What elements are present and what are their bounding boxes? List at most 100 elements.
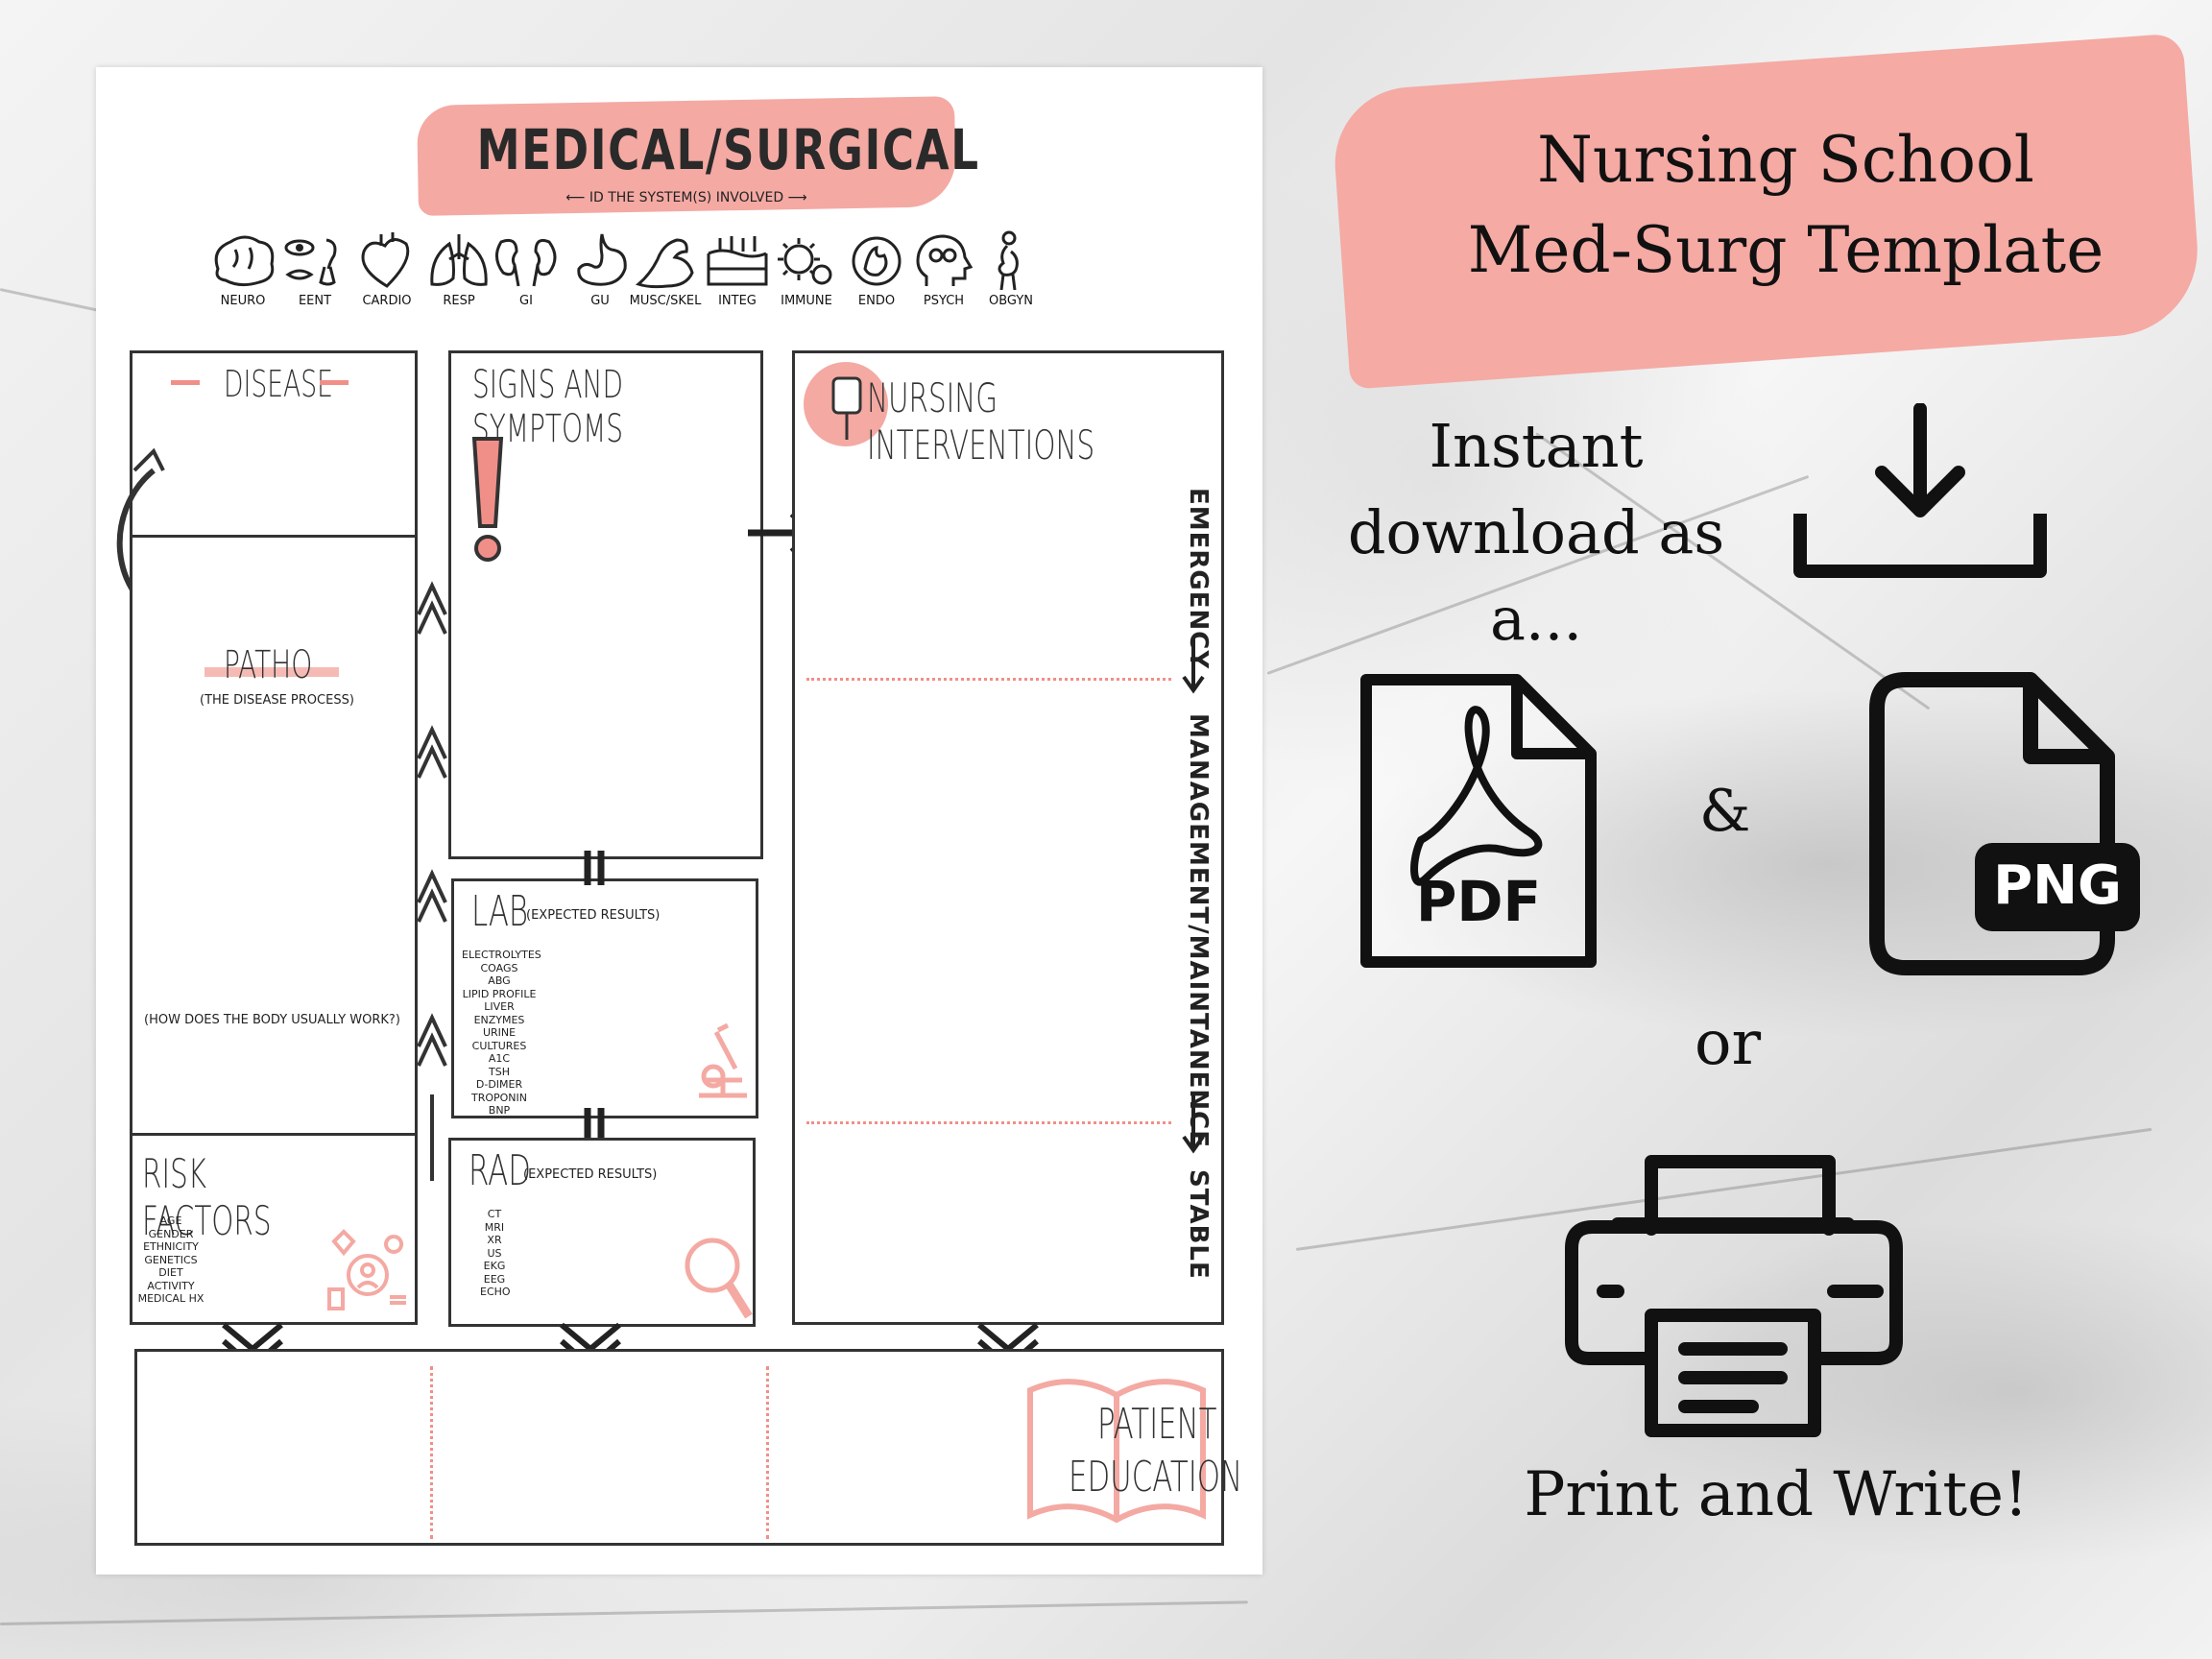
printer-icon[interactable]: [1560, 1152, 1906, 1440]
signs-box[interactable]: SIGNS AND SYMPTOMS: [448, 350, 763, 859]
patho-subtitle: (THE DISEASE PROCESS): [200, 693, 354, 708]
list-item: DIET: [158, 1266, 183, 1279]
system-label: EENT: [298, 294, 332, 308]
down-arrow-icon: [1182, 638, 1205, 694]
heart-icon: [361, 232, 410, 288]
list-item: ABG: [488, 974, 511, 987]
patho-note: (HOW DOES THE BODY USUALLY WORK?): [144, 1013, 400, 1027]
open-book-icon: [1027, 1379, 1206, 1524]
list-item: COAGS: [480, 961, 518, 974]
iv-bag-icon: [804, 362, 888, 446]
png-label: PNG: [1993, 854, 2122, 917]
list-item: CULTURES: [471, 1039, 527, 1052]
magnifier-icon: [685, 1238, 753, 1319]
divider: [766, 1366, 769, 1539]
system-musc-skel: MUSC/SKEL: [629, 230, 702, 308]
system-label: GU: [590, 294, 610, 308]
list-item: EEG: [483, 1272, 506, 1286]
instant-line2: download as a...: [1347, 497, 1725, 654]
print-and-write-text: Print and Write!: [1524, 1459, 2029, 1530]
sheet-subtitle: ⟵ ID THE SYSTEM(S) INVOLVED ⟶: [565, 190, 807, 205]
skin-layers-icon: [707, 236, 768, 286]
instant-text: Instant download as a...: [1306, 403, 1767, 662]
down-arrow-icon: [1182, 1094, 1205, 1154]
list-item: ETHNICITY: [143, 1240, 199, 1253]
list-item: US: [487, 1246, 502, 1260]
pdf-file-icon[interactable]: PDF: [1358, 672, 1599, 970]
list-item: LIVER ENZYMES: [473, 1000, 525, 1026]
system-obgyn: OBGYN: [974, 230, 1047, 308]
arm-muscle-icon: [635, 238, 694, 289]
instant-line1: Instant: [1429, 411, 1644, 481]
system-label: MUSC/SKEL: [629, 294, 702, 308]
list-item: ELECTROLYTES: [462, 949, 541, 961]
system-label: RESP: [443, 294, 475, 308]
connector-mark: [584, 1108, 605, 1142]
rad-heading: RAD: [469, 1146, 531, 1195]
pink-dash: [320, 380, 349, 385]
face-senses-icon: [284, 238, 337, 286]
kidneys-icon: [495, 238, 557, 287]
virus-icon: [778, 238, 832, 285]
system-resp: RESP: [422, 230, 495, 308]
promo-title-line2: Med-Surg Template: [1467, 213, 2104, 287]
system-label: NEURO: [220, 294, 266, 308]
endocrine-icon: [852, 236, 902, 286]
system-label: GI: [519, 294, 533, 308]
risk-icons: [327, 1229, 406, 1310]
nursing-heading: NURSING INTERVENTIONS: [867, 374, 1095, 469]
system-immune: IMMUNE: [770, 230, 843, 308]
or-text: or: [1695, 1008, 1762, 1079]
system-gi: GI: [490, 230, 563, 308]
disease-heading: DISEASE: [224, 363, 333, 405]
list-item: GENDER: [148, 1227, 194, 1240]
system-cardio: CARDIO: [350, 230, 423, 308]
pregnancy-icon: [998, 230, 1019, 290]
list-item: D-DIMER: [475, 1078, 523, 1091]
system-label: PSYCH: [923, 294, 965, 308]
rad-subtitle: (EXPECTED RESULTS): [523, 1167, 658, 1182]
promo-title: Nursing School Med-Surg Template: [1363, 115, 2208, 296]
system-label: ENDO: [857, 294, 896, 308]
list-item: XR: [487, 1234, 502, 1246]
png-document-shape: [1869, 672, 2140, 975]
education-line2: EDUCATION: [1069, 1453, 1243, 1502]
divider: [806, 1121, 1171, 1124]
list-item: MEDICAL HX: [137, 1292, 204, 1305]
nursing-box[interactable]: NURSING INTERVENTIONS EMERGENCY MANAGEME…: [792, 350, 1224, 1325]
system-label: CARDIO: [362, 294, 412, 308]
management-label: MANAGEMENT/MAINTANENCE: [1184, 713, 1213, 1148]
lab-heading: LAB: [471, 887, 529, 936]
promo-title-line1: Nursing School: [1537, 123, 2034, 197]
worksheet-page: MEDICAL/SURGICAL ⟵ ID THE SYSTEM(S) INVO…: [96, 67, 1262, 1575]
list-item: URINE: [482, 1026, 517, 1039]
list-item: GENETICS: [144, 1253, 198, 1266]
png-file-icon[interactable]: PNG: [1867, 672, 2141, 979]
pdf-label: PDF: [1415, 869, 1542, 934]
list-item: BNP: [488, 1104, 511, 1117]
system-label: IMMUNE: [781, 294, 832, 308]
education-box[interactable]: PATIENT EDUCATION: [134, 1349, 1242, 1546]
connector-mark: [584, 851, 605, 885]
patho-box[interactable]: PATHO (THE DISEASE PROCESS) (HOW DOES TH…: [130, 538, 418, 1181]
system-endo: ENDO: [840, 230, 913, 308]
lab-subtitle: (EXPECTED RESULTS): [526, 908, 661, 923]
list-item: TSH: [489, 1065, 510, 1078]
system-eent: EENT: [278, 230, 351, 308]
exclamation-icon: [471, 437, 504, 562]
list-item: MRI: [484, 1220, 505, 1234]
list-item: ECHO: [480, 1286, 511, 1298]
disease-box[interactable]: DISEASE: [130, 350, 418, 538]
system-psych: PSYCH: [907, 230, 980, 308]
download-icon[interactable]: [1786, 403, 2055, 586]
patho-highlight: [204, 667, 339, 677]
risk-heading: RISK FACTORS: [142, 1150, 272, 1244]
list-item: TROPONIN: [470, 1091, 527, 1104]
list-item: EKG: [483, 1260, 506, 1272]
pink-dash: [171, 380, 200, 385]
